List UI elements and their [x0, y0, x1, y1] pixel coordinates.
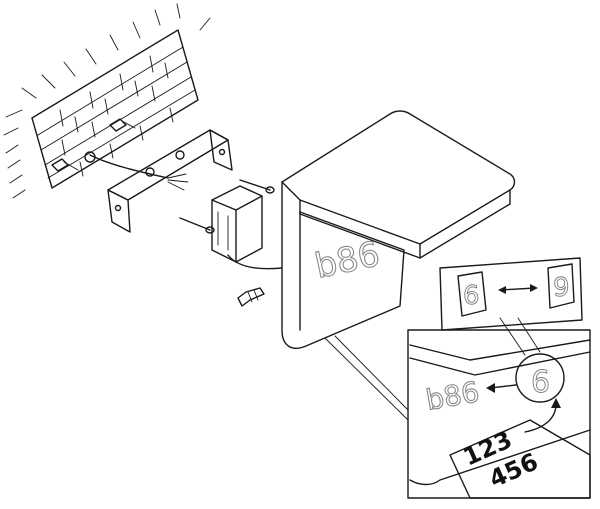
detail-inset: b86 6 123 456	[407, 329, 591, 499]
wall-anchor-lower	[51, 158, 79, 172]
swap-card-6: 6	[463, 281, 480, 311]
arrow-left-icon	[498, 286, 506, 294]
detail-house-number: b86	[423, 375, 481, 417]
swap-card-9: 9	[553, 273, 570, 303]
arrow-insert-icon	[486, 383, 495, 393]
sticker-sheet	[449, 419, 591, 499]
screw-bracket-left	[179, 217, 215, 234]
lamp-unit	[281, 110, 516, 349]
cable-wires	[84, 151, 189, 191]
screw-bracket-top	[239, 179, 275, 194]
arrow-up-icon	[551, 398, 561, 408]
junction-box	[211, 185, 283, 270]
arrow-right-icon	[530, 284, 538, 292]
detail-digit: 6	[531, 365, 550, 400]
detail-zoom-circle	[515, 353, 565, 403]
screw-lower	[237, 287, 265, 307]
wall-hatching	[3, 3, 211, 199]
wall	[3, 3, 211, 199]
house-number-panel: b86	[312, 234, 384, 287]
wall-anchor-upper	[109, 118, 136, 132]
wall-bricks	[37, 46, 196, 179]
mounting-bracket	[107, 129, 233, 233]
swap-inset: 6 9	[439, 257, 583, 331]
